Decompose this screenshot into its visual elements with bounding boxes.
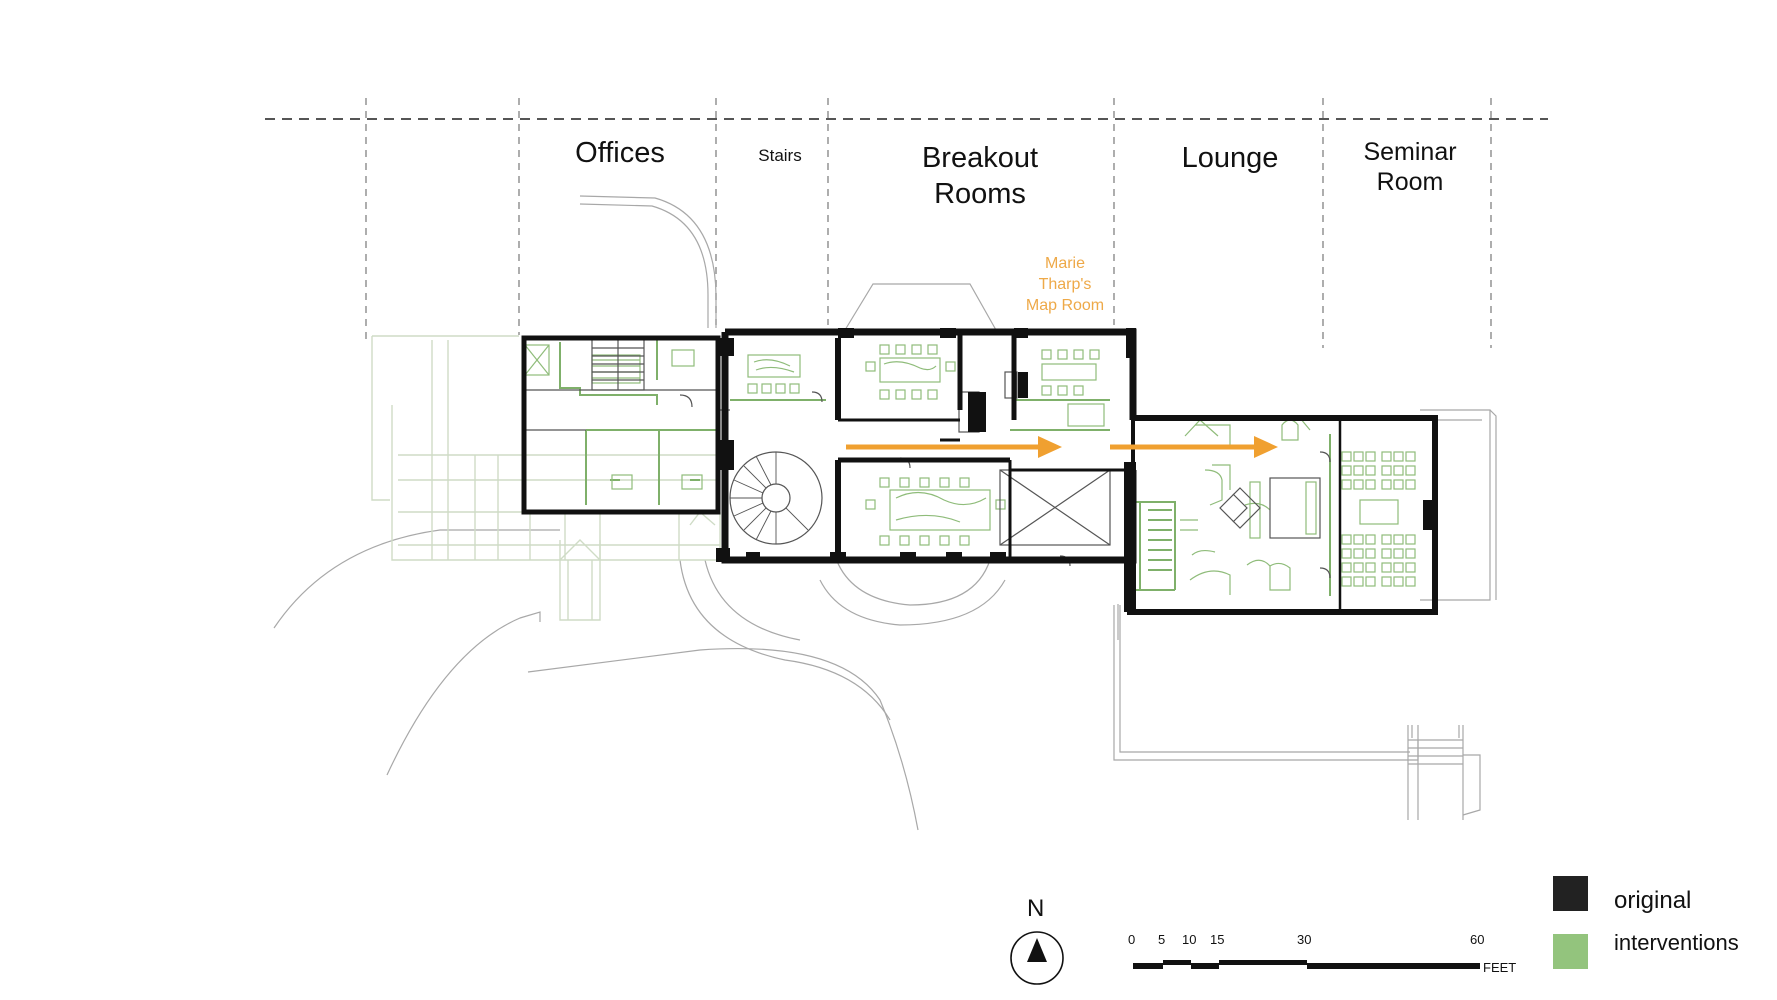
legend-swatch-interventions [1553,934,1588,969]
zone-label-seminar-line1: Seminar [1363,138,1457,166]
scale-tick-10: 10 [1182,932,1197,947]
zone-label-seminar-line2: Room [1376,168,1444,196]
map-room-label-line1: Marie [1044,255,1085,272]
scale-tick-5: 5 [1158,932,1166,947]
arrow-head-1 [1038,436,1062,458]
arrow-head-2 [1254,436,1278,458]
scale-bar [1133,960,1480,969]
west-terrace [371,335,721,621]
original-walls [521,328,1438,615]
interventions-layer [559,340,1331,596]
zone-label-breakout-line1: Breakout [921,142,1039,174]
map-room-label-line2: Tharp's [1038,276,1092,293]
legend-swatch-original [1553,876,1588,911]
north-label: N [1027,895,1045,922]
zone-label-lounge: Lounge [1181,142,1279,174]
scale-tick-60: 60 [1470,932,1485,947]
furniture [524,344,1416,595]
north-arrow-icon [1010,931,1064,985]
map-room-label-line3: Map Room [1025,297,1105,314]
scale-tick-30: 30 [1297,932,1312,947]
zone-label-stairs: Stairs [758,146,802,165]
scale-unit: FEET [1483,960,1517,975]
wall-piers [716,328,1435,612]
scale-tick-0: 0 [1128,932,1136,947]
legend-label-original: original [1614,887,1692,914]
zone-dividers [365,98,1492,348]
legend-label-interventions: interventions [1614,930,1739,955]
zone-label-offices: Offices [575,137,665,169]
circulation-arrows [846,436,1278,458]
site-lines [273,195,1497,831]
scale-tick-15: 15 [1210,932,1225,947]
zone-label-breakout-line2: Rooms [934,178,1026,210]
